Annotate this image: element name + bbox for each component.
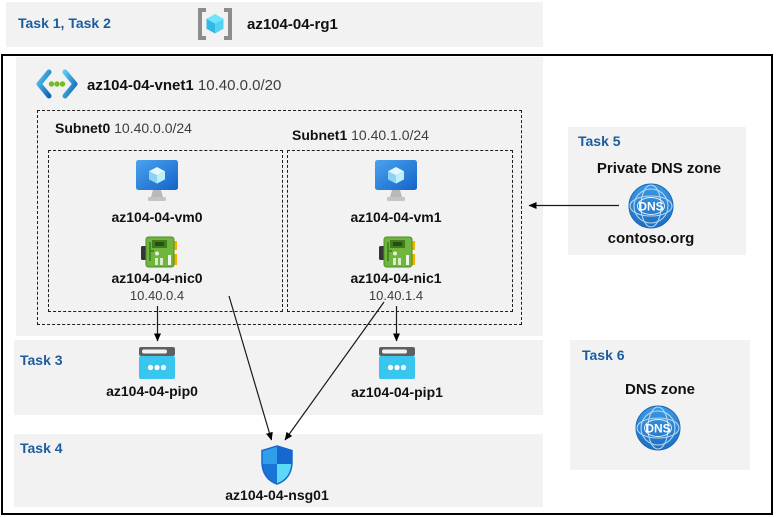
private-dns-zone-icon: DNS	[628, 183, 674, 229]
vm0-label: az104-04-vm0	[111, 209, 203, 225]
vm1-icon	[374, 159, 418, 205]
dns-zone-title: DNS zone	[624, 381, 696, 398]
pip1-icon	[379, 347, 415, 379]
subnet0-label: Subnet0 10.40.0.0/24	[55, 120, 192, 136]
dns-icon-text: DNS	[638, 200, 663, 214]
resource-group-name: az104-04-rg1	[247, 16, 338, 33]
task3-band	[14, 340, 543, 415]
nic1-ip: 10.40.1.4	[368, 288, 424, 303]
virtual-network-icon	[36, 69, 78, 99]
vnet-name: az104-04-vnet1	[87, 77, 194, 94]
vm1-label: az104-04-vm1	[350, 209, 442, 225]
subnet1-label: Subnet1 10.40.1.0/24	[292, 127, 429, 143]
vnet-box	[16, 57, 543, 336]
nsg-icon	[260, 445, 294, 485]
nic0-label: az104-04-nic0	[111, 270, 203, 286]
nic1-icon	[378, 235, 416, 269]
pip0-label: az104-04-pip0	[106, 383, 198, 399]
pip1-label: az104-04-pip1	[351, 384, 443, 400]
nsg-label: az104-04-nsg01	[225, 487, 329, 503]
subnet0-box	[48, 150, 283, 312]
dns-icon-text: DNS	[645, 422, 670, 436]
nic0-icon	[140, 235, 178, 269]
subnet1-box	[287, 150, 513, 312]
task1-2-band	[6, 2, 543, 47]
nic1-label: az104-04-nic1	[350, 270, 442, 286]
subnet0-cidr: 10.40.0.0/24	[114, 120, 192, 136]
vnet-cidr: 10.40.0.0/20	[197, 77, 282, 94]
private-dns-zone-title: Private DNS zone	[596, 160, 722, 177]
task5-label: Task 5	[578, 133, 621, 149]
task3-label: Task 3	[20, 352, 63, 368]
nic0-ip: 10.40.0.4	[129, 288, 185, 303]
subnet1-cidr: 10.40.1.0/24	[351, 127, 429, 143]
subnet0-name: Subnet0	[55, 120, 111, 136]
dns-zone-icon: DNS	[635, 405, 681, 451]
private-dns-zone-name: contoso.org	[607, 230, 695, 247]
task6-label: Task 6	[582, 347, 625, 363]
pip0-icon	[139, 347, 175, 379]
vnet-title: az104-04-vnet1 10.40.0.0/20	[87, 77, 281, 94]
task4-label: Task 4	[20, 440, 63, 456]
subnets-container	[37, 110, 522, 325]
subnet1-name: Subnet1	[292, 127, 348, 143]
resource-group-icon	[196, 7, 234, 41]
vm0-icon	[135, 159, 179, 205]
task1-2-label: Task 1, Task 2	[18, 15, 111, 31]
